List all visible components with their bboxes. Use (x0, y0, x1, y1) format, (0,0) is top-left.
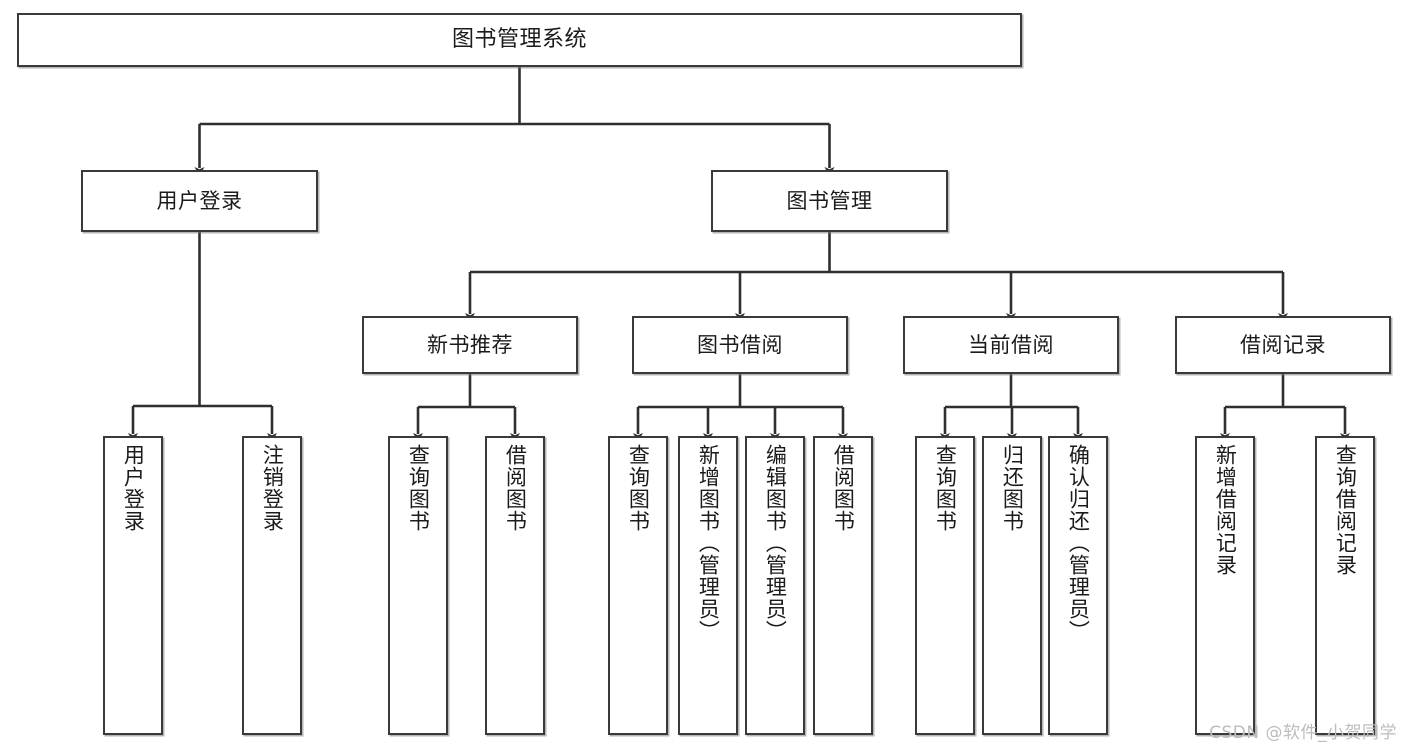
node-label: 图书管理系统 (451, 26, 587, 52)
node-leaf-logout-login[interactable]: 注销登录 (242, 436, 302, 735)
node-leaf-query-book-1[interactable]: 查询图书 (388, 436, 448, 735)
node-current-borrow[interactable]: 当前借阅 (903, 316, 1119, 374)
node-label: 当前借阅 (968, 332, 1054, 357)
node-label: 图书借阅 (697, 332, 783, 357)
node-label: 新增图书（管理员） (696, 444, 721, 642)
node-leaf-return-book[interactable]: 归还图书 (982, 436, 1042, 735)
node-leaf-confirm-return[interactable]: 确认归还（管理员） (1048, 436, 1108, 735)
node-label: 查询借阅记录 (1333, 444, 1358, 576)
node-label: 注销登录 (260, 444, 285, 532)
node-borrow-record[interactable]: 借阅记录 (1175, 316, 1391, 374)
node-leaf-add-book[interactable]: 新增图书（管理员） (678, 436, 738, 735)
node-leaf-borrow-book-2[interactable]: 借阅图书 (813, 436, 873, 735)
node-label: 用户登录 (121, 444, 146, 532)
node-label: 归还图书 (1000, 444, 1025, 532)
node-leaf-query-borrow-record[interactable]: 查询借阅记录 (1315, 436, 1375, 735)
node-label: 确认归还（管理员） (1066, 444, 1091, 642)
node-label: 新书推荐 (427, 332, 513, 357)
node-label: 借阅图书 (831, 444, 856, 532)
node-leaf-borrow-book-1[interactable]: 借阅图书 (485, 436, 545, 735)
node-leaf-user-login[interactable]: 用户登录 (103, 436, 163, 735)
node-label: 图书管理 (786, 188, 873, 213)
node-label: 查询图书 (406, 444, 431, 532)
node-label: 借阅记录 (1240, 332, 1326, 357)
node-book-borrow[interactable]: 图书借阅 (632, 316, 848, 374)
node-label: 查询图书 (933, 444, 958, 532)
node-leaf-edit-book[interactable]: 编辑图书（管理员） (745, 436, 805, 735)
node-label: 借阅图书 (503, 444, 528, 532)
node-book-management[interactable]: 图书管理 (711, 170, 948, 232)
node-leaf-add-borrow-record[interactable]: 新增借阅记录 (1195, 436, 1255, 735)
node-label: 用户登录 (156, 188, 243, 213)
node-label: 查询图书 (626, 444, 651, 532)
node-new-book-recommend[interactable]: 新书推荐 (362, 316, 578, 374)
node-leaf-query-book-3[interactable]: 查询图书 (915, 436, 975, 735)
node-leaf-query-book-2[interactable]: 查询图书 (608, 436, 668, 735)
node-label: 编辑图书（管理员） (763, 444, 788, 642)
node-label: 新增借阅记录 (1213, 444, 1238, 576)
node-user-login[interactable]: 用户登录 (81, 170, 318, 232)
node-root-system[interactable]: 图书管理系统 (17, 13, 1022, 67)
